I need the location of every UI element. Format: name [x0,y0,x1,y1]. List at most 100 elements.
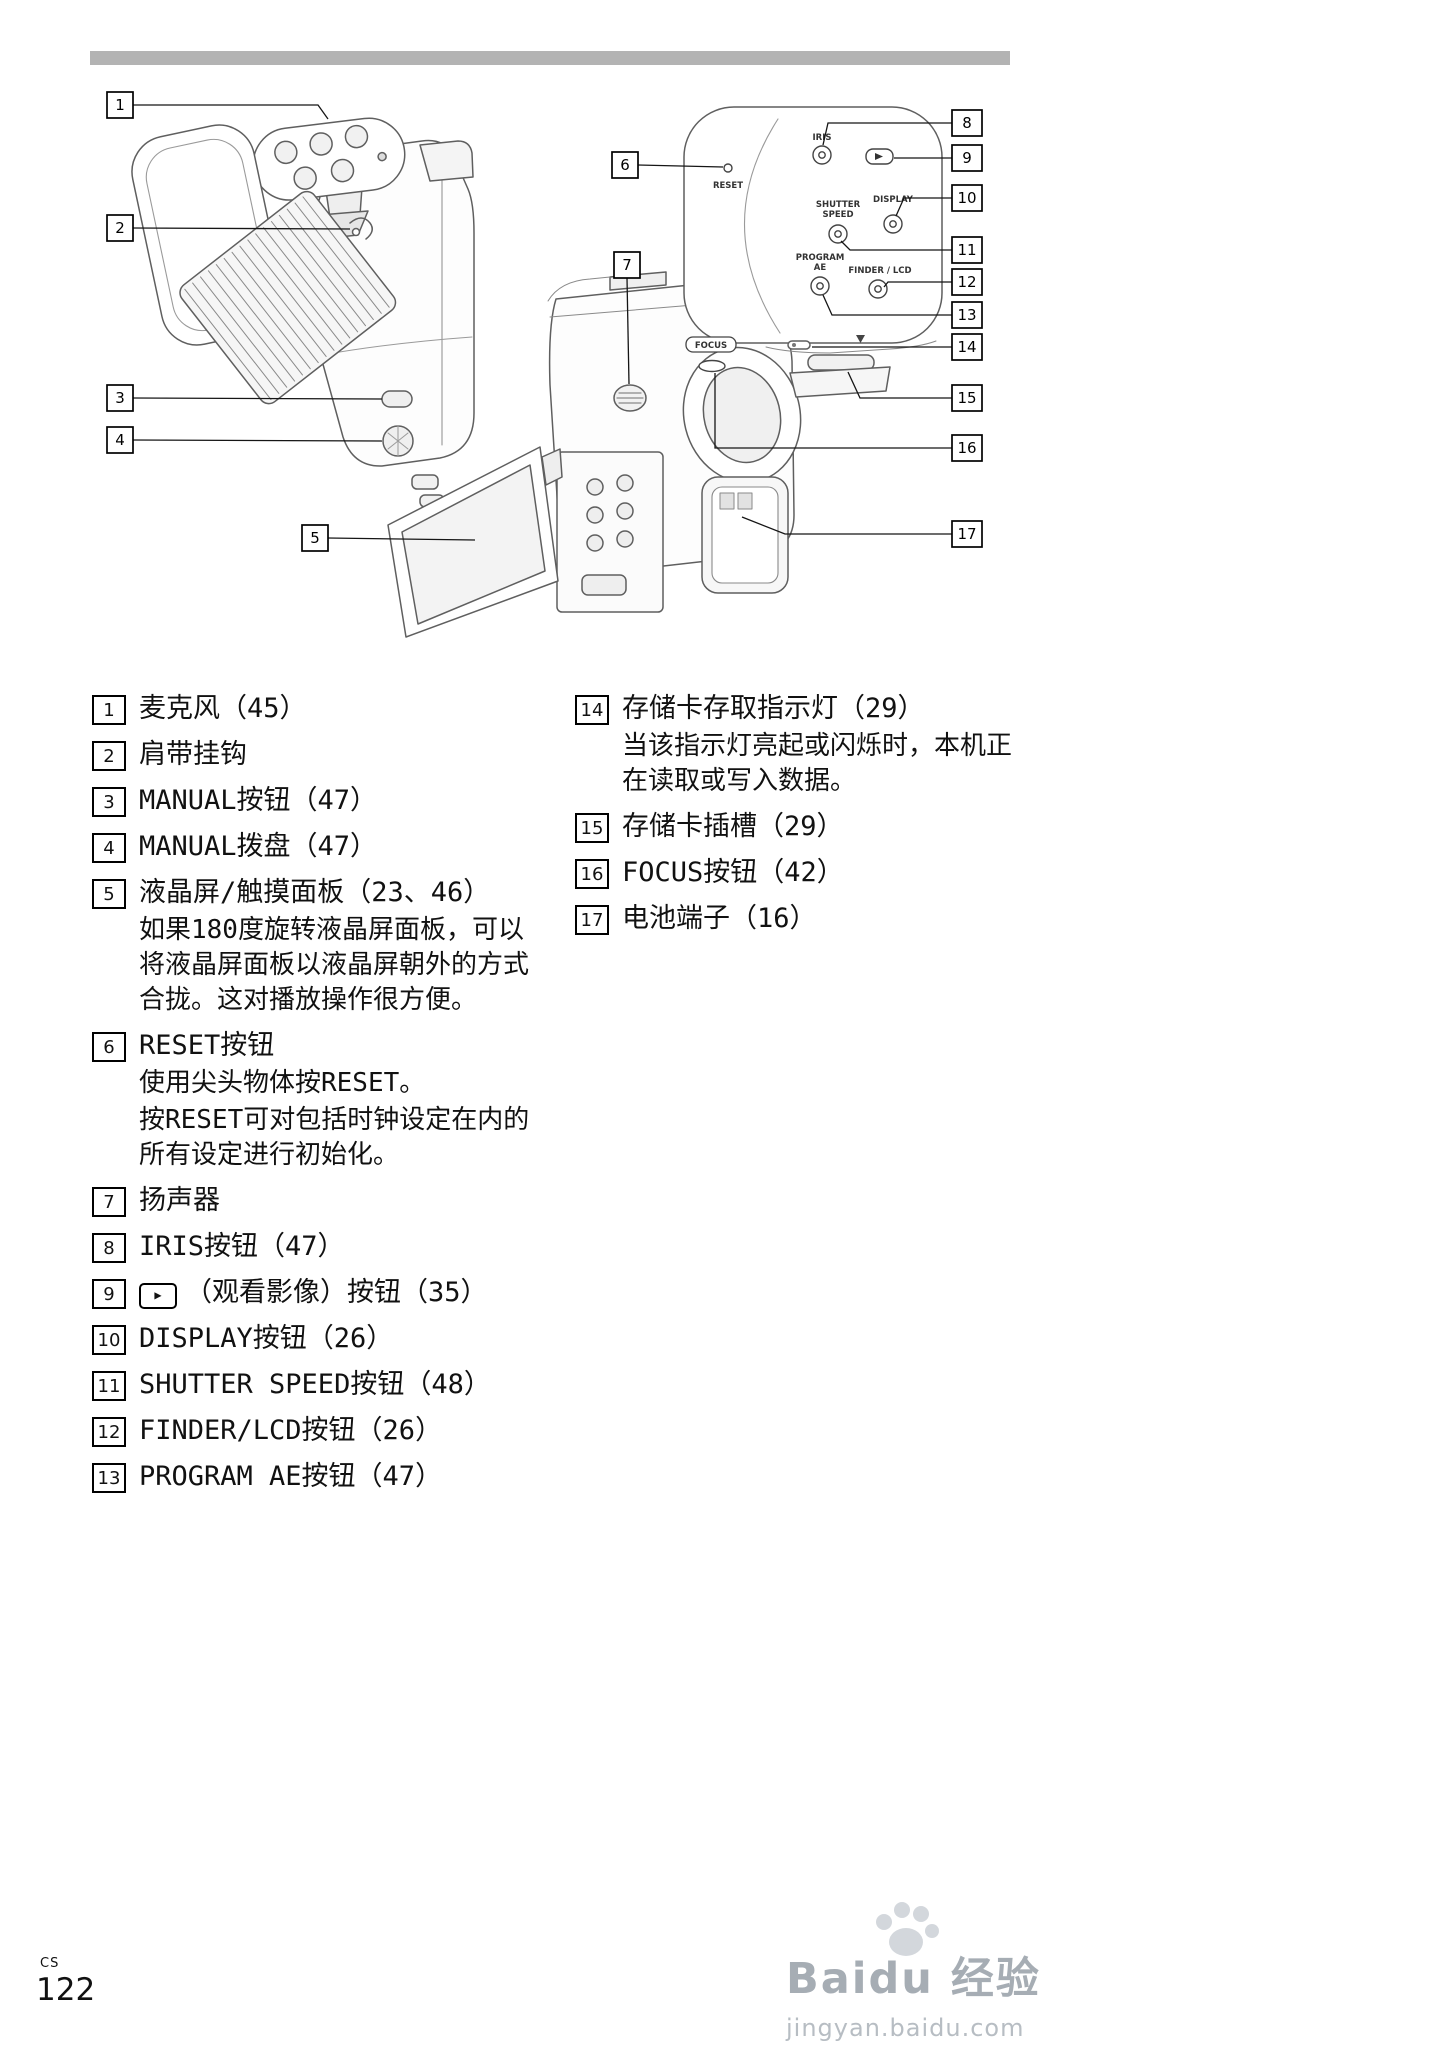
parts-list-left: 1 麦克风（45） 2 肩带挂钩 3 MANUAL按钮（47） 4 MANUAL… [92,690,572,1504]
svg-text:16: 16 [957,439,976,457]
list-item: 10 DISPLAY按钮（26） [92,1320,572,1357]
list-item: 11 SHUTTER SPEED按钮（48） [92,1366,572,1403]
panel-buttons: RESET IRIS SHUTTER SPEED DISPLAY PROGRAM… [685,133,914,373]
shutter-speed-label: SHUTTER [816,200,861,210]
list-item: 3 MANUAL按钮（47） [92,782,572,819]
callout-1: 1 [106,91,329,120]
item-title: 液晶屏/触摸面板（23、46） [139,877,491,908]
callout-11: 11 [840,236,983,264]
list-item: 4 MANUAL拨盘（47） [92,828,572,865]
item-title: 电池端子（16） [622,903,817,934]
callout-6: 6 [611,151,724,179]
svg-text:7: 7 [622,256,632,274]
callout-5: 5 [301,524,476,552]
item-number-box: 8 [92,1233,126,1263]
svg-text:5: 5 [310,529,320,547]
item-number-box: 5 [92,879,126,909]
svg-text:12: 12 [957,273,976,291]
list-item: 2 肩带挂钩 [92,736,572,773]
focus-button: FOCUS [685,336,737,373]
list-item: 17 电池端子（16） [575,900,1023,937]
item-number-box: 14 [575,695,609,725]
manual-dial [382,425,414,457]
item-number-box: 10 [92,1325,126,1355]
header-bar [90,51,1010,65]
parts-list-right: 14 存储卡存取指示灯（29） 当该指示灯亮起或闪烁时，本机正在读取或写入数据。… [575,690,1023,946]
camera-diagram: RESET IRIS SHUTTER SPEED DISPLAY PROGRAM… [106,91,983,638]
item-description: 当该指示灯亮起或闪烁时，本机正在读取或写入数据。 [622,731,1013,796]
item-description: 使用尖头物体按RESET。 [139,1068,426,1098]
item-number-box: 13 [92,1463,126,1493]
item-number-box: 3 [92,787,126,817]
play-button-icon: ▶ [139,1282,177,1309]
callout-3: 3 [106,384,383,412]
item-title: RESET按钮 [139,1030,275,1061]
svg-text:AE: AE [814,263,827,273]
item-number-box: 7 [92,1187,126,1217]
list-item: 6 RESET按钮 使用尖头物体按RESET。 按RESET可对包括时钟设定在内… [92,1027,572,1173]
item-number-box: 17 [575,905,609,935]
item-description: 如果180度旋转液晶屏面板，可以将液晶屏面板以液晶屏朝外的方式合拢。这对播放操作… [139,915,530,1015]
zoom-ring [179,190,397,405]
strap-hook [349,217,373,240]
list-item: 7 扬声器 [92,1182,572,1219]
item-number-box: 9 [92,1279,126,1309]
lcd-cavity [556,451,664,613]
svg-text:3: 3 [115,389,125,407]
svg-text:SPEED: SPEED [822,210,853,220]
item-number-box: 11 [92,1371,126,1401]
list-item: 9 ▶ （观看影像）按钮（35） [92,1274,572,1311]
manual-button [381,390,413,408]
list-item: 14 存储卡存取指示灯（29） 当该指示灯亮起或闪烁时，本机正在读取或写入数据。 [575,690,1023,799]
callout-7: 7 [613,251,641,385]
list-item: 12 FINDER/LCD按钮（26） [92,1412,572,1449]
reset-hole [723,163,733,173]
item-title: MANUAL按钮（47） [139,785,378,816]
page-number-block: CS 122 [36,1956,95,2008]
list-item: 16 FOCUS按钮（42） [575,854,1023,891]
callout-14: 14 [812,333,983,361]
memory-card-slot [765,335,937,398]
callouts: 1 2 3 4 5 6 7 8 9 10 11 12 [106,91,983,552]
item-number-box: 16 [575,859,609,889]
list-item: 8 IRIS按钮（47） [92,1228,572,1265]
svg-text:13: 13 [957,306,976,324]
svg-text:9: 9 [962,149,972,167]
callout-4: 4 [106,426,383,454]
item-number-box: 12 [92,1417,126,1447]
item-number-box: 4 [92,833,126,863]
language-code: CS [40,1956,60,1971]
callout-15: 15 [847,371,983,412]
list-item: 13 PROGRAM AE按钮（47） [92,1458,572,1495]
svg-text:6: 6 [620,156,630,174]
list-item: 5 液晶屏/触摸面板（23、46） 如果180度旋转液晶屏面板，可以将液晶屏面板… [92,874,572,1018]
page-number: 122 [36,1972,96,2008]
item-title: （观看影像）按钮（35） [185,1277,488,1308]
item-number-box: 2 [92,741,126,771]
item-title: 麦克风（45） [139,693,307,724]
speaker [613,384,647,412]
list-item: 15 存储卡插槽（29） [575,808,1023,845]
item-number-box: 15 [575,813,609,843]
callout-10: 10 [895,184,983,217]
watermark: Baidu 经验 jingyan.baidu.com [786,1898,1126,2042]
battery-terminal [701,476,789,594]
item-number-box: 1 [92,695,126,725]
item-title: FINDER/LCD按钮（26） [139,1415,443,1446]
callout-9: 9 [894,144,983,172]
svg-text:1: 1 [115,96,125,114]
svg-text:11: 11 [957,241,976,259]
watermark-url: jingyan.baidu.com [786,2014,1025,2042]
svg-text:15: 15 [957,389,976,407]
item-description: 按RESET可对包括时钟设定在内的所有设定进行初始化。 [139,1105,530,1170]
access-lamp [787,340,811,350]
svg-text:2: 2 [115,219,125,237]
iris-label: IRIS [813,133,832,143]
list-item: 1 麦克风（45） [92,690,572,727]
play-button [865,148,894,165]
lcd-panel [387,446,559,638]
finder-lcd-label: FINDER / LCD [848,266,911,276]
item-title: IRIS按钮（47） [139,1231,345,1262]
callout-17: 17 [741,516,983,548]
